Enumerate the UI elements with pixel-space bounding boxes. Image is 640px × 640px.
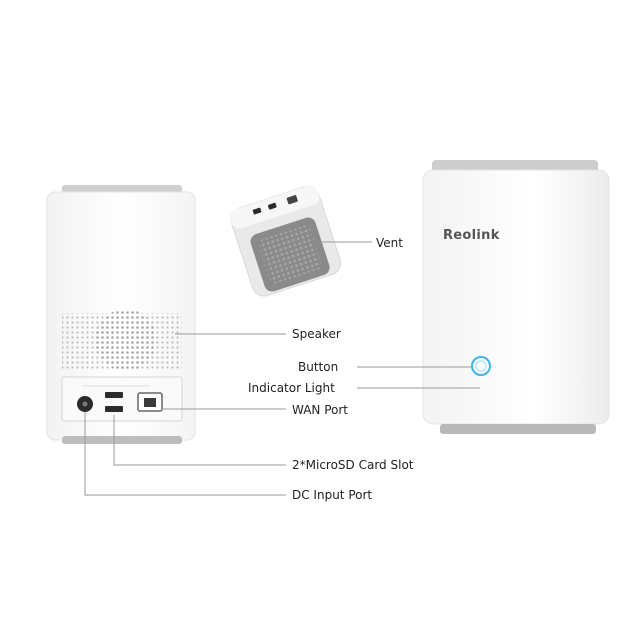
hub-bottom-view bbox=[229, 185, 342, 297]
microsd-slot-2 bbox=[105, 406, 123, 412]
button bbox=[475, 360, 487, 372]
hub-front-view bbox=[422, 160, 610, 434]
speaker-label: Speaker bbox=[292, 327, 341, 341]
wan-port-jack bbox=[144, 398, 156, 407]
vent-holes bbox=[258, 225, 322, 284]
microsd-slot-label: 2*MicroSD Card Slot bbox=[292, 458, 414, 472]
vent-side-port-a bbox=[252, 207, 262, 215]
dc-pin bbox=[82, 401, 88, 407]
wan-port-label: WAN Port bbox=[292, 403, 348, 417]
hub-front-body bbox=[422, 169, 610, 425]
indicator-light bbox=[471, 356, 491, 376]
dc-input-port-label: DC Input Port bbox=[292, 488, 373, 502]
speaker-circle bbox=[95, 309, 157, 371]
button-label: Button bbox=[298, 360, 339, 374]
hub-back-view bbox=[46, 185, 196, 444]
vent-label: Vent bbox=[376, 236, 403, 250]
microsd-slot-1 bbox=[105, 392, 123, 398]
bottom-rim bbox=[62, 436, 182, 444]
dc-line bbox=[84, 412, 286, 496]
indicator-light-label: Indicator Light bbox=[248, 381, 335, 395]
brand-logo: Reolink bbox=[443, 228, 500, 243]
microsd-line bbox=[113, 415, 286, 466]
callout-lines bbox=[84, 241, 480, 496]
vent-side-port-b bbox=[267, 202, 277, 210]
vent-side-port-c bbox=[286, 195, 298, 205]
bottom-rim-right bbox=[440, 424, 596, 434]
